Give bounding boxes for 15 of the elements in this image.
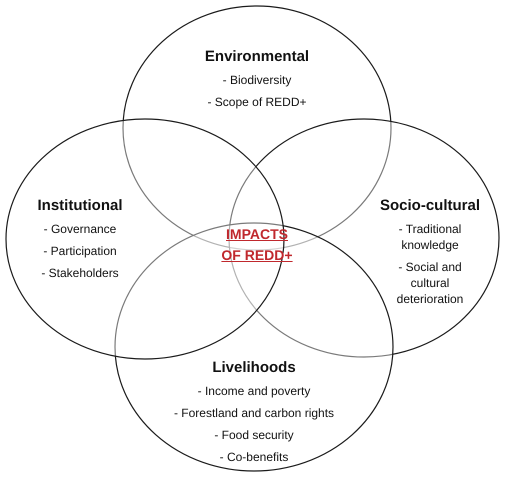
category-heading: Socio-cultural	[378, 197, 481, 215]
list-item: - Traditional knowledge	[398, 221, 462, 253]
list-item: - Governance	[42, 221, 118, 237]
list-item: - Participation	[42, 243, 118, 259]
category-heading: Environmental	[204, 48, 310, 66]
list-item: - Income and poverty	[196, 383, 312, 399]
list-item: - Scope of REDD+	[206, 94, 308, 110]
list-item: - Forestland and carbon rights	[172, 405, 336, 421]
category-heading: Livelihoods	[211, 359, 297, 377]
list-item: - Biodiversity	[222, 72, 292, 88]
list-item: - Food security	[213, 427, 295, 443]
list-item: - Stakeholders	[40, 265, 120, 281]
list-item: - Social and cultural deterioration	[396, 259, 464, 307]
list-item: - Co-benefits	[218, 449, 290, 465]
category-heading: Institutional	[36, 197, 124, 215]
